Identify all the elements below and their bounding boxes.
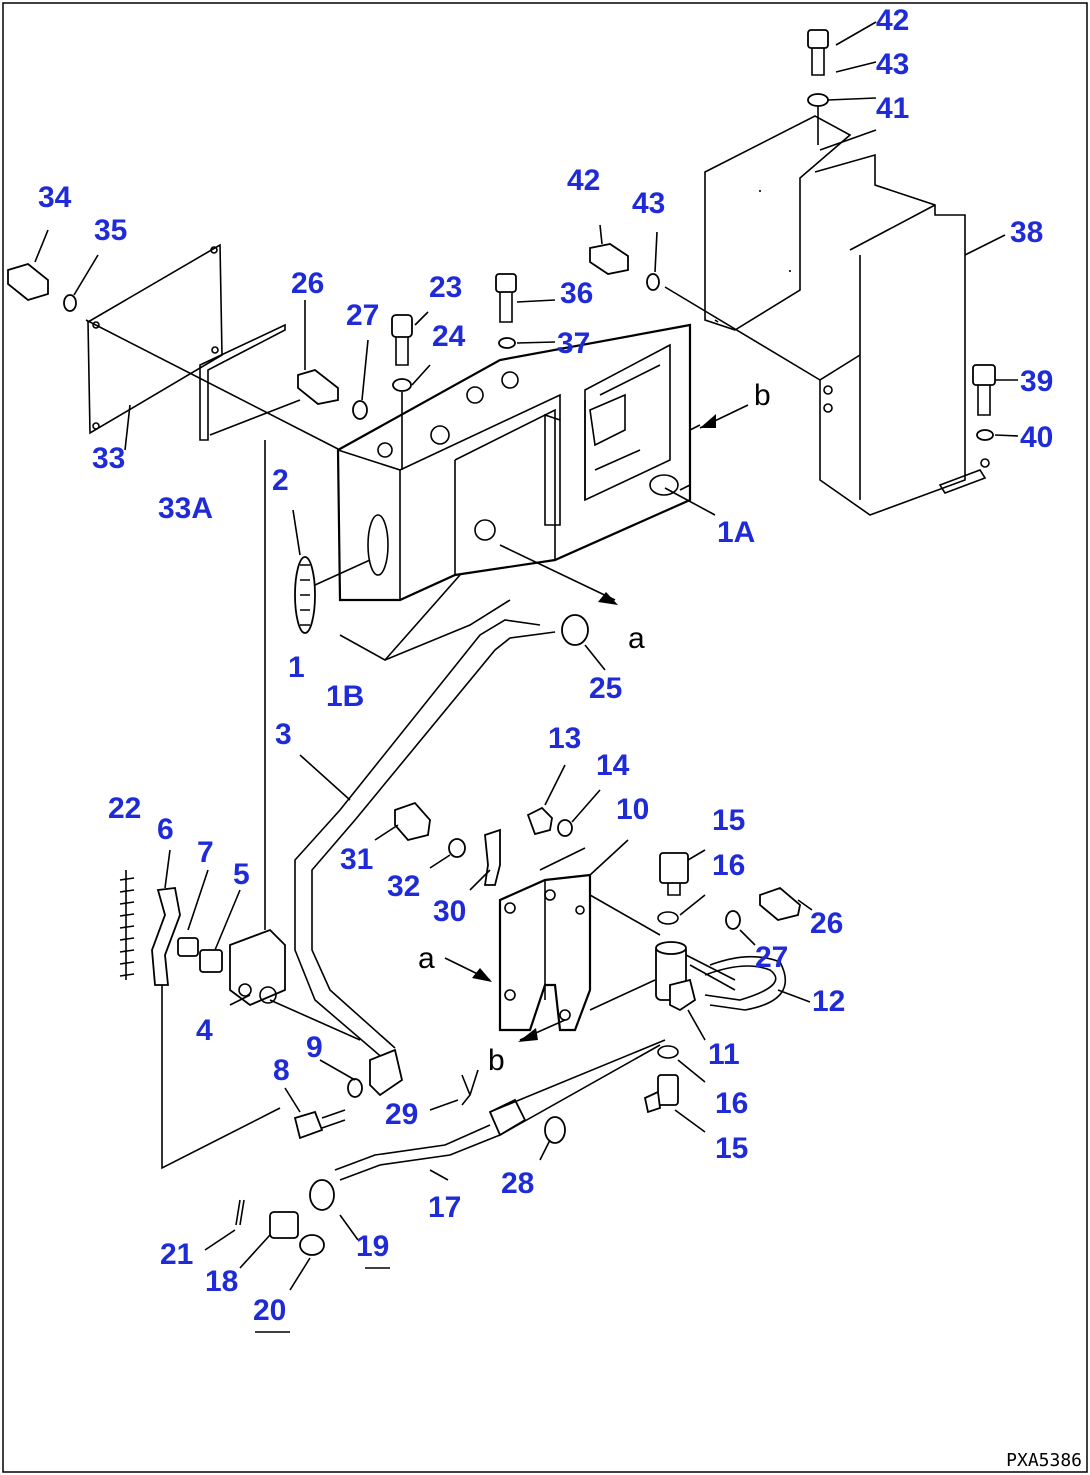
callout-33A: 33A — [158, 492, 213, 525]
callout-27-low: 27 — [755, 941, 788, 974]
callout-32: 32 — [387, 870, 420, 903]
callout-42-mid: 42 — [567, 164, 600, 197]
callout-16-low: 16 — [715, 1087, 748, 1120]
ref-b-top: b — [754, 379, 771, 412]
reference-letters: a b a b — [418, 379, 771, 1077]
callout-42-top: 42 — [876, 4, 909, 37]
callout-29: 29 — [385, 1098, 418, 1131]
callout-23: 23 — [429, 271, 462, 304]
ref-b-mid: b — [488, 1044, 505, 1077]
callout-43-top: 43 — [876, 48, 909, 81]
callout-20: 20 — [253, 1294, 286, 1327]
callout-labels: 42 43 41 34 35 33 33A 26 27 23 24 36 37 … — [38, 4, 1053, 1327]
callout-34: 34 — [38, 181, 72, 214]
callout-18: 18 — [205, 1265, 238, 1298]
ref-a-top: a — [628, 622, 645, 655]
callout-2: 2 — [272, 464, 289, 497]
callout-27-top: 27 — [346, 299, 379, 332]
callout-12: 12 — [812, 985, 845, 1018]
callout-40: 40 — [1020, 421, 1053, 454]
callout-43-mid: 43 — [632, 187, 665, 220]
callout-14: 14 — [596, 749, 630, 782]
callout-41: 41 — [876, 92, 909, 125]
callout-6: 6 — [157, 813, 174, 846]
callout-16-top: 16 — [712, 849, 745, 882]
callout-21: 21 — [160, 1238, 193, 1271]
callout-15-top: 15 — [712, 804, 745, 837]
callout-38: 38 — [1010, 216, 1043, 249]
callout-31: 31 — [340, 843, 373, 876]
callout-33: 33 — [92, 442, 125, 475]
drawing-linework — [7, 21, 1019, 1333]
callout-13: 13 — [548, 722, 581, 755]
callout-11: 11 — [708, 1038, 740, 1071]
callout-9: 9 — [306, 1031, 323, 1064]
callout-35: 35 — [94, 214, 127, 247]
callout-26-low: 26 — [810, 907, 843, 940]
callout-36: 36 — [560, 277, 593, 310]
callout-3: 3 — [275, 718, 292, 751]
callout-15-low: 15 — [715, 1132, 748, 1165]
callout-1: 1 — [288, 651, 305, 684]
callout-30: 30 — [433, 895, 466, 928]
callout-24: 24 — [432, 320, 466, 353]
callout-10: 10 — [616, 793, 649, 826]
callout-5: 5 — [233, 858, 250, 891]
callout-22: 22 — [108, 792, 141, 825]
callout-4: 4 — [196, 1014, 213, 1047]
ref-a-mid: a — [418, 942, 435, 975]
callout-1A: 1A — [717, 516, 755, 549]
callout-1B: 1B — [326, 680, 364, 713]
callout-39: 39 — [1020, 365, 1053, 398]
callout-8: 8 — [273, 1054, 290, 1087]
callout-19: 19 — [356, 1230, 389, 1263]
callout-17: 17 — [428, 1191, 461, 1224]
callout-25: 25 — [589, 672, 622, 705]
callout-28: 28 — [501, 1167, 534, 1200]
callout-26-top: 26 — [291, 267, 324, 300]
callout-37: 37 — [557, 327, 590, 360]
callout-7: 7 — [197, 836, 214, 869]
drawing-code: PXA5386 — [1006, 1450, 1082, 1471]
